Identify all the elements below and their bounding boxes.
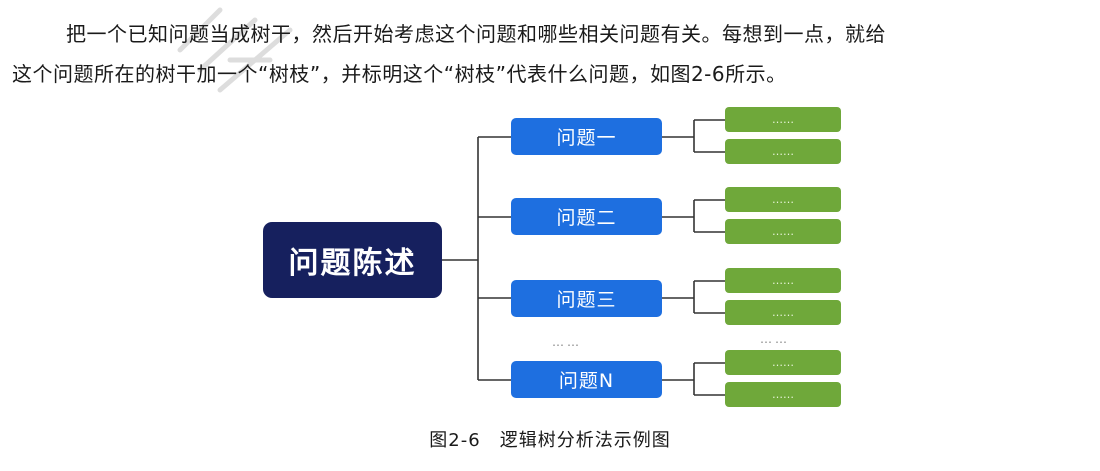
- paragraph-line-2: 这个问题所在的树干加一个“树枝”，并标明这个“树枝”代表什么问题，如图2-6所示…: [12, 62, 787, 86]
- leaf-node: ……: [725, 382, 841, 407]
- question-node-3: 问题三: [511, 280, 662, 317]
- watermark-stamp: [177, 7, 293, 93]
- leaf-node: ……: [725, 300, 841, 325]
- leaf-node: ……: [725, 139, 841, 164]
- leaf-node: ……: [725, 219, 841, 244]
- leaf-node: ……: [725, 350, 841, 375]
- leaf-node: ……: [725, 268, 841, 293]
- leaf-node: ……: [725, 187, 841, 212]
- question-node-2: 问题二: [511, 198, 662, 235]
- question-node-n: 问题N: [511, 361, 662, 398]
- question-node-1: 问题一: [511, 118, 662, 155]
- leaf-node: ……: [725, 107, 841, 132]
- paragraph-line-1: 把一个已知问题当成树干，然后开始考虑这个问题和哪些相关问题有关。每想到一点，就给: [66, 22, 886, 46]
- root-node-problem-statement: 问题陈述: [263, 222, 442, 298]
- leaves-ellipsis: ……: [760, 332, 790, 346]
- questions-ellipsis: ……: [552, 335, 582, 349]
- figure-caption: 图2-6 逻辑树分析法示例图: [429, 430, 671, 451]
